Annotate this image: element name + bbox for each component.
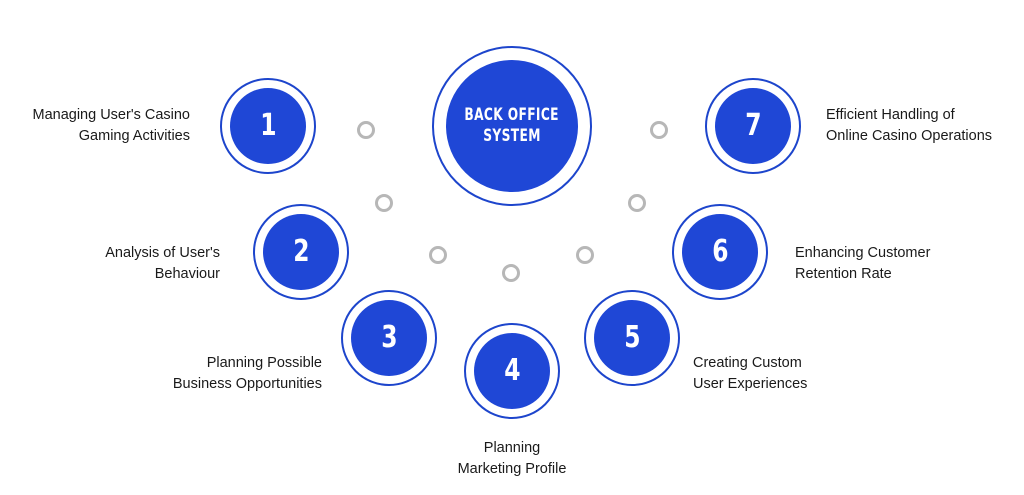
step-number: 3: [380, 320, 398, 355]
step-node-fill: 6: [682, 214, 758, 290]
step-node-fill: 2: [263, 214, 339, 290]
step-label-line: Creating Custom: [693, 355, 802, 371]
connector-dot: [628, 194, 646, 212]
step-node-fill: 7: [715, 88, 791, 164]
center-hub-fill: BACK OFFICE SYSTEM: [446, 60, 578, 192]
step-node-5: 5: [584, 290, 680, 386]
step-node-fill: 5: [594, 300, 670, 376]
connector-dot: [650, 121, 668, 139]
step-number: 1: [259, 108, 277, 143]
step-label-line: Retention Rate: [795, 266, 892, 282]
connector-dot: [576, 246, 594, 264]
step-label-line: User Experiences: [693, 376, 808, 392]
center-title-line2: SYSTEM: [483, 126, 541, 146]
connector-dot: [357, 121, 375, 139]
step-label-line: Analysis of User's: [105, 245, 220, 261]
center-title-line1: BACK OFFICE: [464, 105, 560, 125]
step-node-1: 1: [220, 78, 316, 174]
step-label-3: Planning Possible Business Opportunities: [173, 353, 322, 395]
step-label-line: Planning Possible: [206, 355, 322, 371]
step-label-line: Managing User's Casino: [32, 107, 190, 123]
step-node-2: 2: [253, 204, 349, 300]
step-number: 7: [744, 108, 762, 143]
connector-dot: [375, 194, 393, 212]
step-label-line: Efficient Handling of: [826, 107, 955, 123]
step-label-1: Managing User's Casino Gaming Activities: [32, 105, 190, 147]
step-number: 5: [623, 320, 641, 355]
step-node-7: 7: [705, 78, 801, 174]
step-number: 6: [711, 234, 729, 269]
step-label-6: Enhancing Customer Retention Rate: [795, 243, 930, 285]
step-node-fill: 3: [351, 300, 427, 376]
step-node-4: 4: [464, 323, 560, 419]
step-label-line: Behaviour: [154, 266, 220, 282]
step-number: 2: [292, 234, 310, 269]
step-label-2: Analysis of User's Behaviour: [105, 243, 220, 285]
connector-dot: [429, 246, 447, 264]
step-node-6: 6: [672, 204, 768, 300]
step-number: 4: [503, 353, 521, 388]
step-label-line: Enhancing Customer: [795, 245, 931, 261]
step-node-fill: 4: [474, 333, 550, 409]
step-node-3: 3: [341, 290, 437, 386]
step-label-5: Creating Custom User Experiences: [693, 353, 807, 395]
step-node-fill: 1: [230, 88, 306, 164]
step-label-4: Planning Marketing Profile: [412, 438, 612, 480]
center-hub: BACK OFFICE SYSTEM: [432, 46, 592, 206]
step-label-line: Gaming Activities: [78, 128, 190, 144]
step-label-line: Business Opportunities: [172, 376, 322, 392]
step-label-line: Planning: [483, 440, 541, 456]
connector-dot: [502, 264, 520, 282]
step-label-line: Online Casino Operations: [826, 128, 993, 144]
step-label-7: Efficient Handling of Online Casino Oper…: [826, 105, 992, 147]
step-label-line: Marketing Profile: [457, 461, 567, 477]
